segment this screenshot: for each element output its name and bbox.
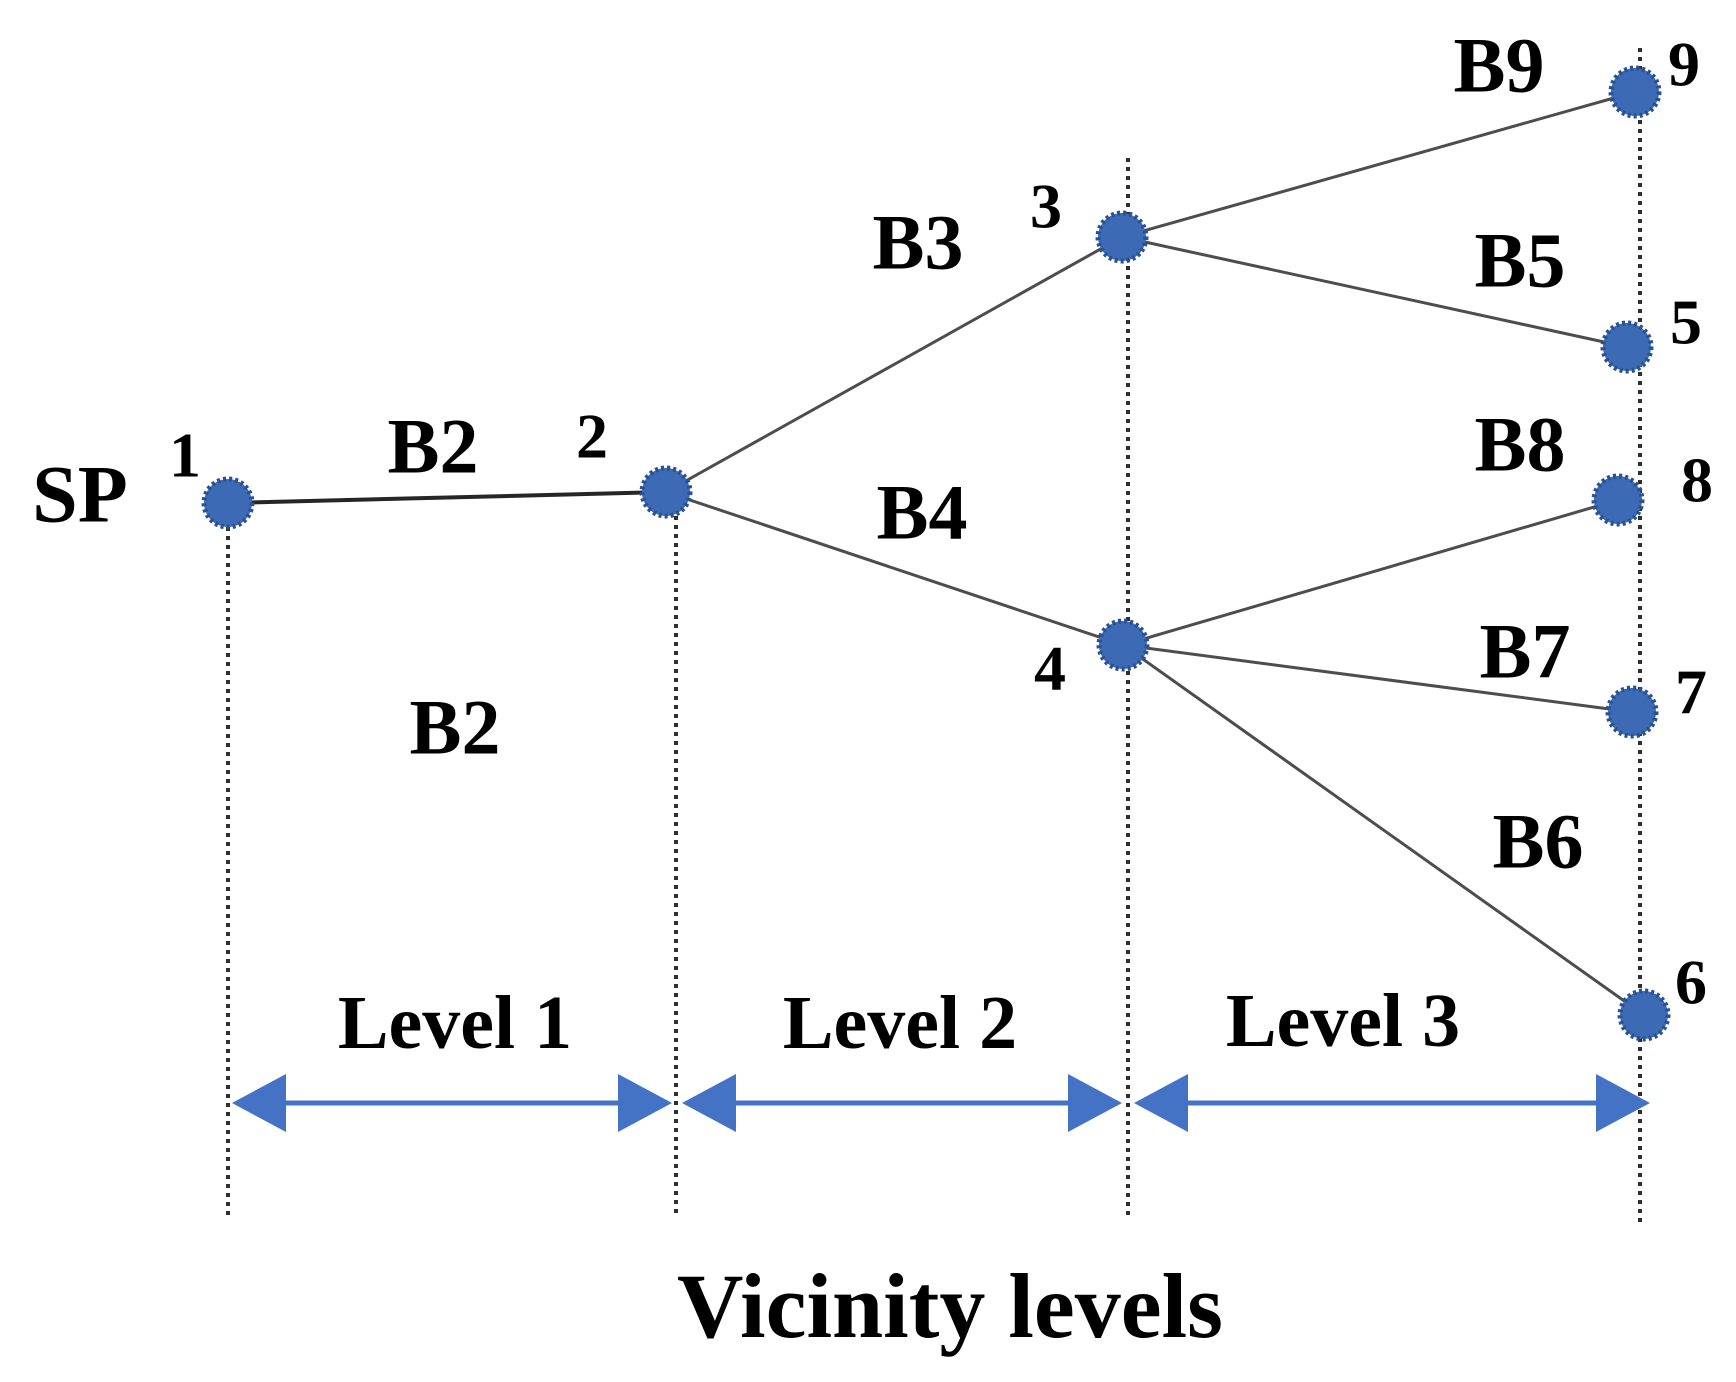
level-arrow-left-head-icon — [682, 1074, 736, 1132]
start-point-label: SP — [32, 449, 128, 540]
level-arrow-right-head-icon — [1596, 1074, 1650, 1132]
node-6 — [1617, 988, 1671, 1042]
edge-label-b5: B5 — [1474, 217, 1565, 304]
node-9 — [1608, 65, 1662, 119]
node-3 — [1095, 210, 1149, 264]
node-8 — [1591, 473, 1645, 527]
edge-b2 — [227, 490, 667, 505]
edge-b9 — [1121, 90, 1636, 239]
node-label-3: 3 — [1030, 171, 1062, 242]
node-5 — [1600, 320, 1654, 374]
diagram-title: Vicinity levels — [677, 1255, 1223, 1357]
edge-b6 — [1122, 643, 1645, 1017]
level-arrow-left-head-icon — [1134, 1074, 1188, 1132]
level-label-2: Level 2 — [783, 981, 1017, 1065]
edge-b8 — [1122, 498, 1619, 647]
edge-label-b8: B8 — [1474, 401, 1565, 488]
node-2 — [639, 465, 693, 519]
node-label-4: 4 — [1034, 633, 1066, 704]
node-label-5: 5 — [1670, 287, 1702, 358]
edge-label-b9: B9 — [1453, 22, 1544, 109]
edge-b5 — [1121, 235, 1628, 349]
edge-label-b4: B4 — [876, 469, 967, 556]
node-label-2: 2 — [576, 401, 608, 472]
node-4 — [1096, 618, 1150, 672]
edge-b3 — [665, 235, 1123, 494]
node-1 — [201, 476, 255, 530]
node-label-6: 6 — [1675, 947, 1707, 1018]
node-label-7: 7 — [1675, 657, 1707, 728]
edge-label-b6: B6 — [1492, 798, 1583, 885]
edge-label-b2: B2 — [387, 403, 478, 490]
level-label-3: Level 3 — [1226, 979, 1460, 1063]
edge-b7 — [1122, 643, 1633, 714]
level-label-1: Level 1 — [338, 981, 572, 1065]
level-arrow-left-head-icon — [232, 1074, 286, 1132]
edge-label-b7: B7 — [1479, 608, 1570, 695]
node-label-9: 9 — [1668, 29, 1700, 100]
node-label-8: 8 — [1681, 445, 1713, 516]
node-7 — [1605, 685, 1659, 739]
node-label-1: 1 — [169, 420, 201, 491]
edge-b4 — [665, 490, 1124, 647]
region-label-b2: B2 — [409, 684, 500, 771]
level-arrow-right-head-icon — [618, 1074, 672, 1132]
edge-label-b3: B3 — [872, 199, 963, 286]
level-arrow-right-head-icon — [1068, 1074, 1122, 1132]
